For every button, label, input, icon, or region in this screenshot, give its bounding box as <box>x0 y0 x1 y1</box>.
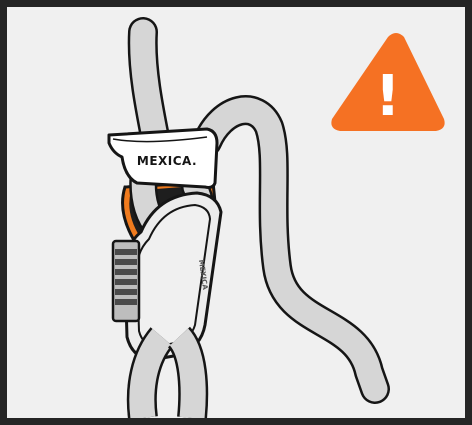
rope-top-strand <box>143 32 157 147</box>
warning-icon: ! <box>331 33 444 131</box>
rope-free-end <box>207 110 375 389</box>
device-brand-label: MEXICA. <box>137 154 197 168</box>
rope-bottom-strands <box>142 337 193 418</box>
illustration-panel: ! MEXICA. MEXICA <box>7 7 465 418</box>
carabiner-screw-gate <box>113 241 139 321</box>
belay-device-illustration: ! MEXICA. MEXICA <box>7 7 465 418</box>
warning-symbol: ! <box>375 64 401 129</box>
